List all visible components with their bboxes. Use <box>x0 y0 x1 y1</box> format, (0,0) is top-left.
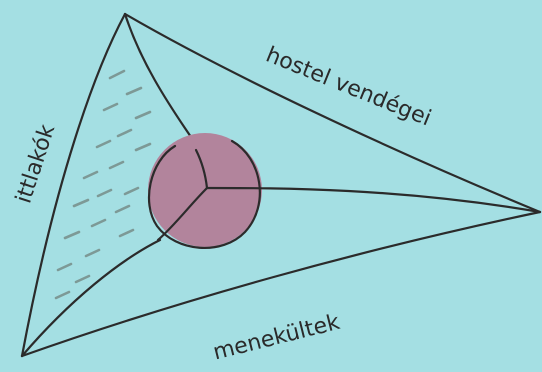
label-menekultek: menekültek <box>211 310 343 366</box>
label-ittlakok: ittlakók <box>11 121 60 206</box>
hatch-marks <box>56 71 150 298</box>
label-hostel-vendegei: hostel vendégei <box>262 42 434 131</box>
